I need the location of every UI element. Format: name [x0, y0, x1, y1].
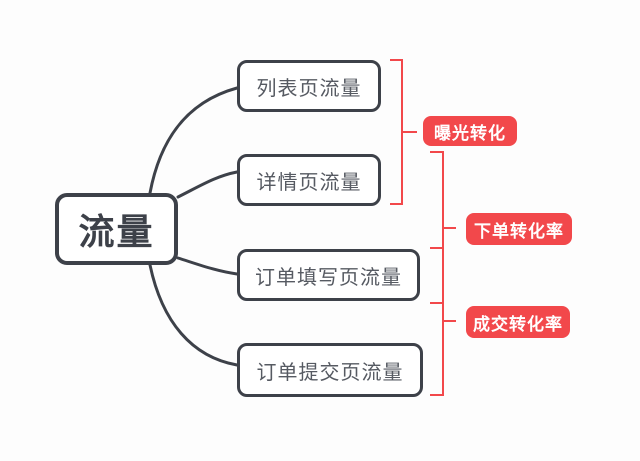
- bracket-order-conversion-rate: [430, 151, 456, 304]
- node-detail-page-traffic: 详情页流量: [237, 154, 381, 206]
- metric-label: 成交转化率: [473, 314, 563, 334]
- branch-curve-to-order-fill-page: [176, 256, 239, 276]
- node-label: 列表页流量: [256, 77, 362, 100]
- bracket-deal-conversion-rate: [430, 247, 456, 396]
- node-label: 详情页流量: [256, 171, 362, 194]
- branch-curve-to-order-submit-page: [148, 263, 239, 367]
- metric-exposure-conversion: 曝光转化: [423, 116, 517, 146]
- node-order-submit-page-traffic: 订单提交页流量: [237, 343, 423, 397]
- metric-label: 下单转化率: [474, 221, 564, 241]
- metric-order-conversion-rate: 下单转化率: [466, 213, 572, 245]
- metric-deal-conversion-rate: 成交转化率: [466, 306, 570, 338]
- node-list-page-traffic: 列表页流量: [237, 60, 381, 112]
- metric-label: 曝光转化: [434, 123, 506, 143]
- branch-curve-to-list-page: [148, 86, 239, 195]
- node-label: 订单填写页流量: [255, 266, 402, 289]
- root-node-traffic: 流量: [55, 193, 178, 265]
- node-label: 订单提交页流量: [256, 361, 404, 384]
- bracket-exposure-conversion: [390, 59, 417, 205]
- root-node-label: 流量: [78, 211, 155, 252]
- node-order-fill-page-traffic: 订单填写页流量: [237, 249, 420, 301]
- branch-curve-to-detail-page: [176, 170, 239, 199]
